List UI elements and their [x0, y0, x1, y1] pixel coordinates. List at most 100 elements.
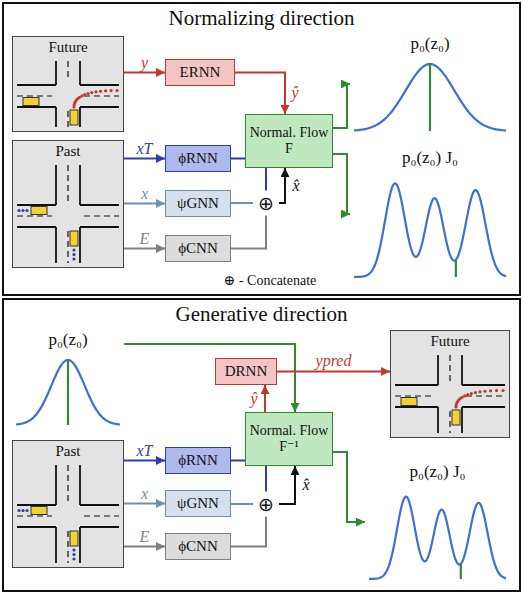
road-edge — [55, 227, 57, 263]
node-label: ϕRNN — [178, 452, 218, 469]
connector — [235, 73, 285, 115]
density-plot: p₀(z₀) J₀ — [350, 148, 510, 280]
lane-marking — [17, 215, 52, 216]
road-edge — [462, 384, 505, 386]
node-label: Normal. Flow F — [246, 125, 332, 157]
trajectory-dot — [115, 89, 118, 92]
road-edge — [79, 107, 81, 127]
panel-title: Generative direction — [4, 302, 519, 327]
node-label: p₀(z₀) J₀ — [350, 148, 510, 168]
node-label: Normal. Flow F⁻¹ — [246, 423, 332, 455]
node-label: Future — [13, 39, 123, 56]
encoder-box: ERNN — [165, 59, 235, 86]
trajectory-dot — [466, 393, 469, 396]
trajectory-dot — [483, 390, 486, 393]
trajectory-dot — [86, 92, 89, 95]
signal-label: x̂ — [300, 477, 311, 494]
road-edge — [55, 465, 57, 505]
density-curve — [16, 360, 120, 424]
trajectory-dot — [72, 548, 75, 551]
lane-marking — [395, 395, 434, 396]
connector — [231, 503, 253, 505]
node-label: ⊕ — [258, 495, 274, 514]
car — [401, 398, 417, 406]
road-edge — [17, 84, 56, 86]
trajectory-dot — [104, 89, 107, 92]
road-edge — [80, 106, 119, 108]
connector — [124, 546, 165, 548]
car — [70, 231, 78, 246]
trajectory-dot — [83, 93, 86, 96]
flow-box: Normal. Flow F⁻¹ — [245, 412, 333, 466]
signal-label: y — [139, 54, 150, 71]
encoder-box: DRNN — [215, 358, 277, 385]
car — [452, 410, 460, 425]
connector — [124, 460, 165, 462]
node-label: Past — [13, 143, 123, 160]
density-curve-plot — [12, 356, 124, 428]
connector — [264, 385, 266, 412]
encoder-box: ϕRNN — [165, 145, 231, 172]
trajectory-dot — [109, 89, 112, 92]
connector — [124, 203, 165, 205]
node-label: DRNN — [225, 363, 268, 380]
connector — [333, 154, 350, 214]
connector — [279, 168, 285, 203]
node-label: p₀(z₀) — [350, 34, 510, 54]
sample-marker — [455, 260, 457, 277]
road-edge — [437, 355, 439, 385]
sample-marker — [460, 564, 462, 579]
lane-marking — [67, 61, 68, 81]
road-edge — [461, 407, 463, 433]
road-edge — [79, 227, 81, 263]
road-edge — [17, 526, 56, 528]
trajectory-dot — [501, 389, 504, 392]
trajectory-dot — [478, 390, 481, 393]
node-label: ⊕ — [258, 194, 274, 213]
road-edge — [461, 355, 463, 385]
road-edge — [395, 406, 438, 408]
node-label: ERNN — [180, 64, 221, 81]
connector — [124, 344, 295, 412]
connector — [124, 248, 165, 250]
density-curve-plot — [350, 174, 510, 280]
lane-marking — [84, 215, 119, 216]
encoder-box: ψGNN — [165, 190, 231, 217]
road-edge — [55, 61, 57, 85]
connector — [124, 72, 165, 74]
road-edge — [462, 406, 505, 408]
encoder-box: ϕCNN — [165, 533, 231, 560]
lane-marking — [449, 355, 450, 381]
trajectory-dot — [21, 209, 24, 212]
panel-title: Normalizing direction — [4, 6, 519, 31]
signal-label: E — [138, 230, 152, 247]
signal-label: xT — [135, 442, 155, 459]
density-curve — [354, 64, 506, 130]
flow-box: Normal. Flow F — [245, 114, 333, 168]
node-label: ψGNN — [177, 495, 219, 512]
road-edge — [17, 204, 56, 206]
trajectory-dot — [489, 389, 492, 392]
encoder-box: ϕRNN — [165, 447, 231, 474]
lane-marking — [67, 231, 68, 263]
trajectory-dot — [72, 553, 75, 556]
connector — [231, 202, 253, 204]
lane-marking — [67, 165, 68, 201]
trajectory-dot — [463, 394, 466, 397]
signal-label: x — [139, 185, 150, 202]
road-edge — [80, 504, 119, 506]
trajectory-dot — [17, 209, 20, 212]
trajectory-dot — [25, 509, 28, 512]
road-edge — [17, 504, 56, 506]
trajectory-dot — [474, 391, 477, 394]
connector — [333, 452, 365, 522]
encoder-box: ψGNN — [165, 490, 231, 517]
road-edge — [55, 107, 57, 127]
road-edge — [80, 84, 119, 86]
road-edge — [80, 526, 119, 528]
road-edge — [79, 165, 81, 205]
car — [31, 507, 47, 515]
